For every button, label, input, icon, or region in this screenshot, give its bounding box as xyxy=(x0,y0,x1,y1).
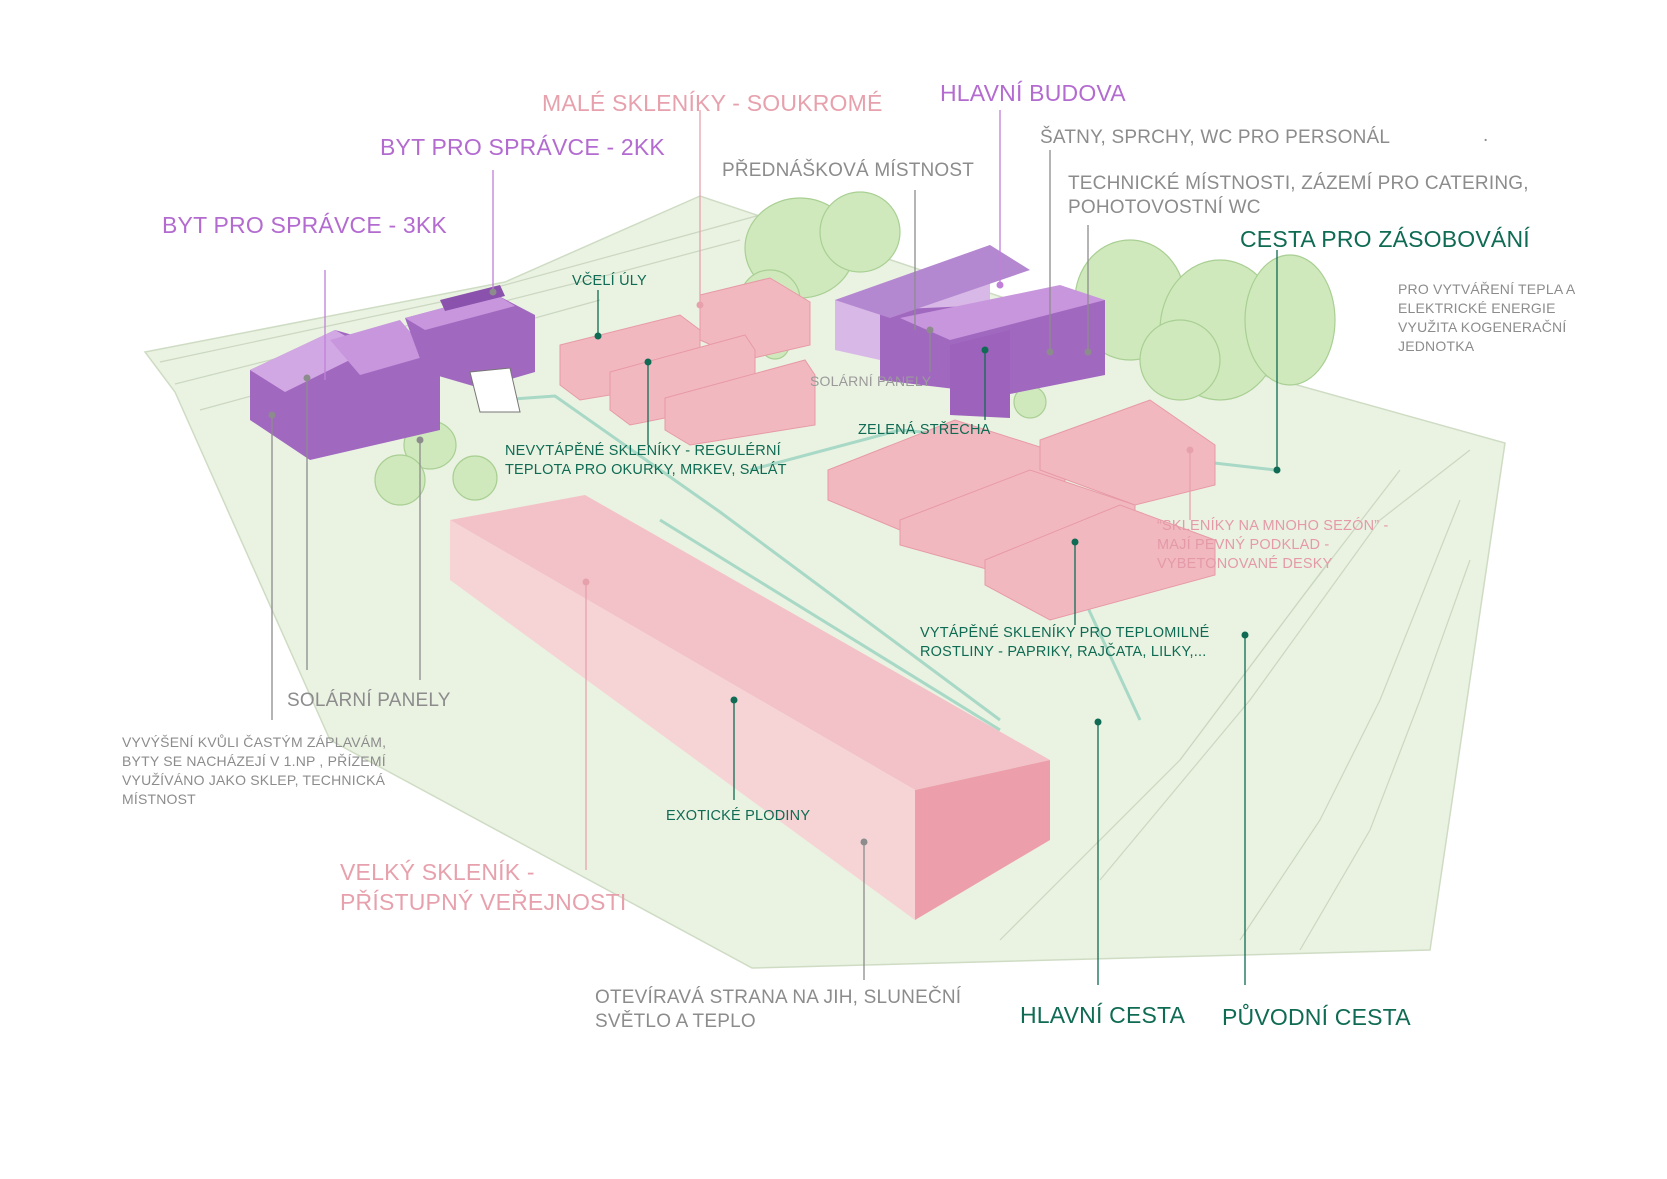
building-hlavni-budova xyxy=(835,245,1105,418)
label-dot-mark: . xyxy=(1483,125,1489,146)
building-byt-2kk xyxy=(405,285,535,413)
label-hlavni-cesta: HLAVNÍ CESTA xyxy=(1020,1002,1186,1028)
label-solarni-panely-left: SOLÁRNÍ PANELY xyxy=(287,690,451,711)
large-greenhouse xyxy=(450,495,1050,920)
label-kogenerace: PRO VYTVÁŘENÍ TEPLA A ELEKTRICKÉ ENERGIE… xyxy=(1398,281,1576,354)
label-puvodni-cesta: PŮVODNÍ CESTA xyxy=(1222,1004,1411,1030)
label-nevytapene: NEVYTÁPĚNÉ SKLENÍKY - REGULÉRNÍ TEPLOTA … xyxy=(505,443,787,478)
label-oteviraва: OTEVÍRAVÁ STRANA NA JIH, SLUNEČNÍ SVĚTLO… xyxy=(595,987,962,1032)
label-satny: ŠATNY, SPRCHY, WC PRO PERSONÁL xyxy=(1040,127,1391,148)
label-exoticke: EXOTICKÉ PLODINY xyxy=(666,808,811,824)
building-byt-3kk xyxy=(250,320,440,460)
leader-dots xyxy=(268,281,1281,846)
label-skleniky-mnoho: “SKLENÍKY NA MNOHO SEZÓN” - MAJÍ PEVNÝ P… xyxy=(1157,518,1389,572)
label-byt-3kk: BYT PRO SPRÁVCE - 3KK xyxy=(162,212,447,238)
label-cesta-zasobovani: CESTA PRO ZÁSOBOVÁNÍ xyxy=(1240,226,1530,252)
heated-greenhouses xyxy=(827,399,1216,621)
label-zelena-strecha: ZELENÁ STŘECHA xyxy=(858,422,991,438)
label-vceli-uly: VČELÍ ÚLY xyxy=(572,273,647,289)
label-prednaskova: PŘEDNÁŠKOVÁ MÍSTNOST xyxy=(722,160,975,181)
label-vytapene: VYTÁPĚNÉ SKLENÍKY PRO TEPLOMILNÉ ROSTLIN… xyxy=(920,625,1210,660)
label-male-skleniky: MALÉ SKLENÍKY - SOUKROMÉ xyxy=(542,90,883,116)
small-greenhouses xyxy=(559,277,816,446)
label-hlavni-budova: HLAVNÍ BUDOVA xyxy=(940,80,1126,106)
label-technicke: TECHNICKÉ MÍSTNOSTI, ZÁZEMÍ PRO CATERING… xyxy=(1068,173,1529,218)
label-velky-sklenik: VELKÝ SKLENÍK - PŘÍSTUPNÝ VEŘEJNOSTI xyxy=(340,859,627,915)
label-solarni-panely-center: SOLÁRNÍ PANELY xyxy=(810,373,932,389)
label-vyvyseni: VYVÝŠENÍ KVŮLI ČASTÝM ZÁPLAVÁM, BYTY SE … xyxy=(122,734,387,807)
leader-lines xyxy=(271,110,1278,985)
label-byt-2kk: BYT PRO SPRÁVCE - 2KK xyxy=(380,134,665,160)
